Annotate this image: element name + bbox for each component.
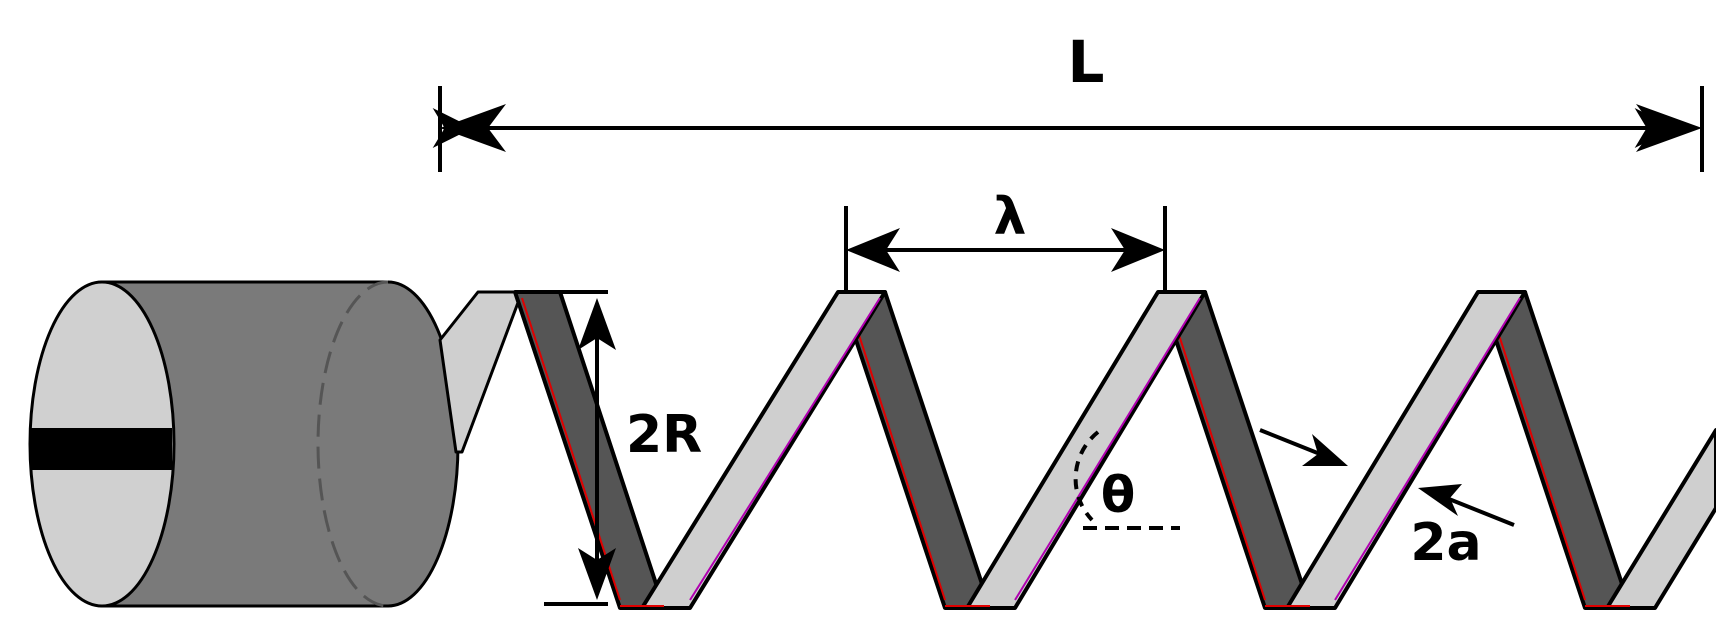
motor-back-edge [316,280,389,608]
motor-cylinder [28,280,460,608]
helix-edge-red [1166,297,1266,601]
helix-back-strand [1478,290,1632,610]
diameter-dimension [518,290,616,606]
diameter-label: 2R [626,405,702,465]
length-dimension [432,86,1704,172]
helix-edge-red [1486,297,1586,601]
thickness-label: 2a [1410,513,1481,573]
helix-edge-red [521,297,621,601]
helix-back-strand [838,290,992,610]
helix-edge-magenta [1014,297,1201,601]
helix-front-strand [965,290,1207,610]
helix-lead-strip [438,290,524,454]
wavelength-dimension [844,206,1167,292]
helix-edge-red [846,297,946,601]
angle-label: θ [1101,466,1135,524]
thickness-indicator [1259,428,1515,527]
length-label: L [1068,28,1105,96]
helix-front-strand [1605,428,1716,610]
helix-back-strand [1158,290,1312,610]
helix-front-strand [1285,290,1527,610]
motor-slot [30,428,172,470]
angle-indicator [1073,430,1180,530]
helix-ribbon [438,290,1716,610]
helix-front-strand [640,290,887,610]
wavelength-label: λ [994,187,1027,247]
helix-edge-magenta [1334,297,1521,601]
helix-edge-magenta [689,297,881,601]
